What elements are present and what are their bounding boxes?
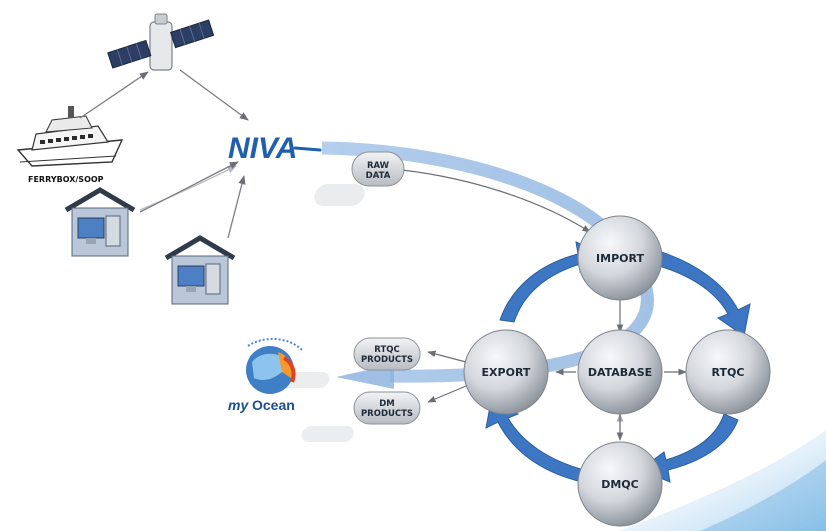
- computer-station-icon-2: [164, 235, 236, 305]
- niva-logo: NIVA: [228, 132, 322, 165]
- node-export-label: EXPORT: [482, 366, 531, 379]
- node-dmqc: DMQC: [577, 441, 663, 527]
- computer-station-icon-1: [64, 187, 136, 257]
- corner-swoosh-decoration: [620, 430, 826, 531]
- node-dmqc-label: DMQC: [601, 478, 639, 491]
- node-rtqc-label: RTQC: [712, 366, 745, 379]
- node-database: DATABASE: [577, 329, 663, 415]
- export-product-arrows: [427, 350, 467, 403]
- node-import: IMPORT: [577, 215, 663, 301]
- source-arrows: [79, 69, 249, 239]
- niva-logo-text: NIVA: [228, 132, 297, 165]
- raw-to-import-arrow: [401, 169, 591, 233]
- node-rtqc: RTQC: [685, 329, 771, 415]
- node-import-label: IMPORT: [596, 252, 644, 265]
- ship-caption: FERRYBOX/SOOP: [28, 175, 104, 184]
- node-database-label: DATABASE: [588, 366, 652, 379]
- database-connectors: [555, 300, 687, 441]
- ship-icon: [16, 106, 124, 167]
- myocean-logo-text: Ocean: [252, 397, 295, 413]
- myocean-logo: my Ocean: [228, 338, 303, 413]
- myocean-logo-prefix: my: [228, 397, 249, 413]
- satellite-icon: [107, 13, 215, 71]
- import-to-rtqc-arrow: [651, 249, 751, 337]
- node-export: EXPORT: [463, 329, 549, 415]
